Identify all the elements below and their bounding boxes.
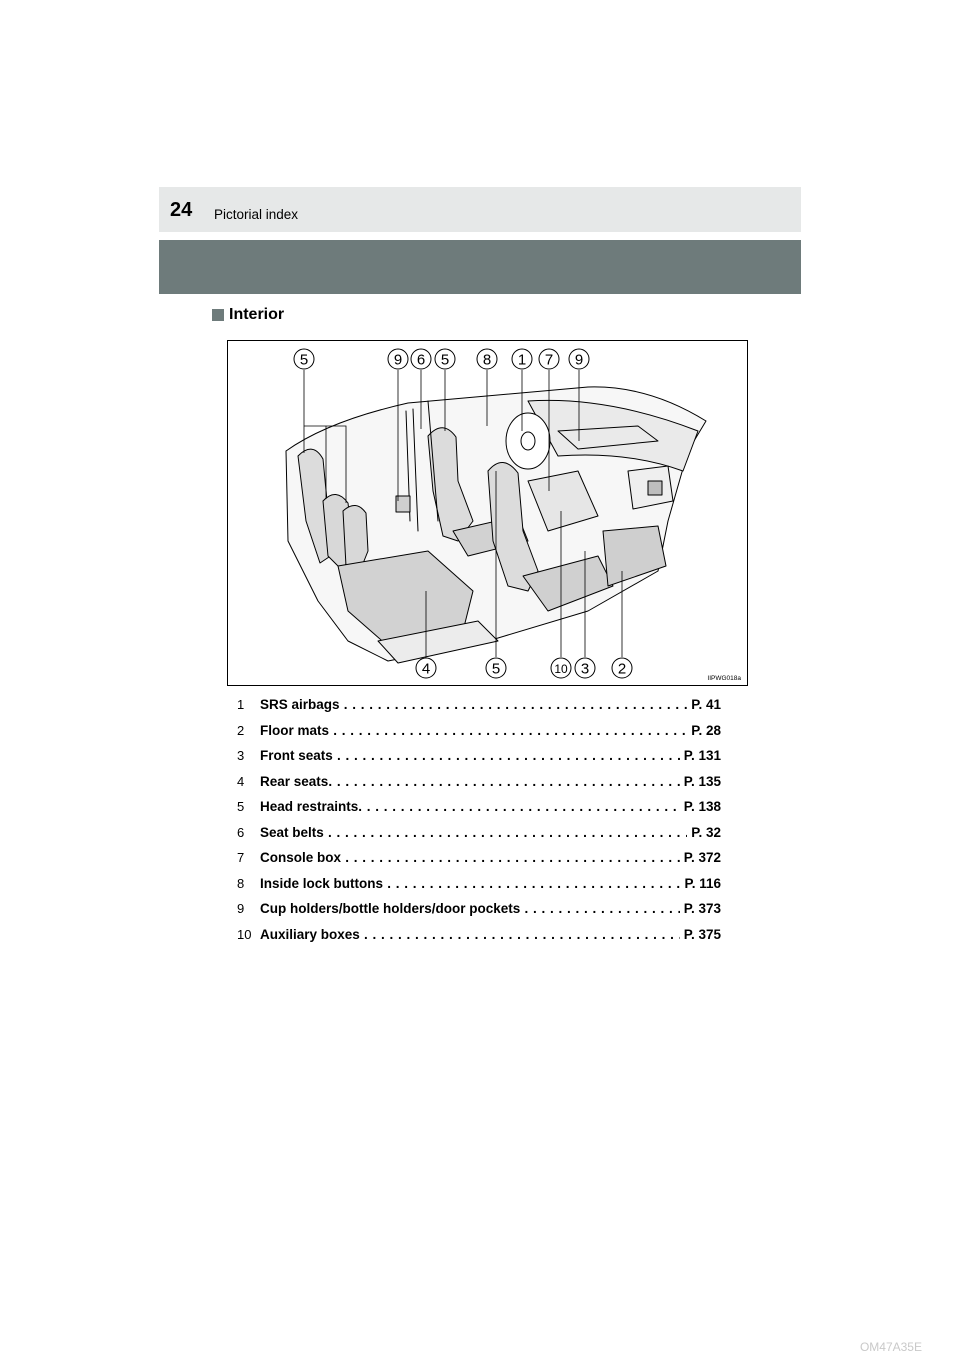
legend-page-link[interactable]: P. 41 xyxy=(687,697,721,712)
callout-bottom-4: 3 xyxy=(575,658,595,678)
legend-page-link[interactable]: P. 372 xyxy=(680,850,721,865)
callout-label: 1 xyxy=(518,352,526,369)
subheading: Interior xyxy=(212,306,284,324)
legend-label: Front seats xyxy=(260,748,333,763)
callout-top-2: 9 xyxy=(388,349,408,369)
callout-label: 5 xyxy=(492,661,500,678)
legend-page-link[interactable]: P. 28 xyxy=(687,723,721,738)
legend-item: 9 Cup holders/bottle holders/door pocket… xyxy=(237,901,721,927)
callout-top-3: 6 xyxy=(411,349,431,369)
footer-watermark: OM47A35E xyxy=(860,1340,922,1354)
callout-label: 4 xyxy=(422,661,430,678)
legend-item: 6 Seat belts . . . . . . . . . . . . . .… xyxy=(237,825,721,851)
callout-top-5: 8 xyxy=(477,349,497,369)
legend-number: 5 xyxy=(237,799,251,814)
callout-label: 2 xyxy=(618,661,626,678)
callout-bottom-3: 10 xyxy=(551,658,571,678)
callout-bottom-5: 2 xyxy=(612,658,632,678)
legend-item: 10 Auxiliary boxes . . . . . . . . . . .… xyxy=(237,927,721,953)
callout-layer: 5 9 6 5 8 1 7 9 4 5 10 3 2 xyxy=(228,341,747,685)
callout-label: 3 xyxy=(581,661,589,678)
legend-number: 9 xyxy=(237,901,251,916)
legend-label: Cup holders/bottle holders/door pockets xyxy=(260,901,520,916)
callout-top-8: 9 xyxy=(569,349,589,369)
callout-bottom-1: 4 xyxy=(416,658,436,678)
callout-label: 5 xyxy=(300,352,308,369)
legend-item: 1 SRS airbags . . . . . . . . . . . . . … xyxy=(237,697,721,723)
legend-number: 6 xyxy=(237,825,251,840)
legend-label: Rear seats xyxy=(260,774,328,789)
legend-list: 1 SRS airbags . . . . . . . . . . . . . … xyxy=(237,697,721,952)
legend-item: 2 Floor mats . . . . . . . . . . . . . .… xyxy=(237,723,721,749)
header-bar: 24 Pictorial index xyxy=(159,187,801,232)
legend-label: Auxiliary boxes xyxy=(260,927,360,942)
legend-item: 7 Console box . . . . . . . . . . . . . … xyxy=(237,850,721,876)
callout-top-6: 1 xyxy=(512,349,532,369)
legend-page-link[interactable]: P. 32 xyxy=(687,825,721,840)
legend-label: Floor mats xyxy=(260,723,329,738)
legend-number: 10 xyxy=(237,927,251,942)
legend-number: 2 xyxy=(237,723,251,738)
legend-number: 7 xyxy=(237,850,251,865)
page-number: 24 xyxy=(170,199,192,222)
callout-label: 8 xyxy=(483,352,491,369)
footer: OM47A35E xyxy=(0,1337,960,1358)
callout-label: 9 xyxy=(575,352,583,369)
interior-illustration: 5 9 6 5 8 1 7 9 4 5 10 3 2 IIPWG018a xyxy=(227,340,748,686)
legend-number: 8 xyxy=(237,876,251,891)
legend-page-link[interactable]: P. 116 xyxy=(680,876,721,891)
legend-page-link[interactable]: P. 373 xyxy=(680,901,721,916)
callout-label: 6 xyxy=(417,352,425,369)
callout-label: 9 xyxy=(394,352,402,369)
legend-page-link[interactable]: P. 375 xyxy=(680,927,721,942)
bullet-square-icon xyxy=(212,309,224,321)
legend-label: Inside lock buttons xyxy=(260,876,383,891)
legend-item: 5 Head restraints. . . . . . . . . . . .… xyxy=(237,799,721,825)
legend-page-link[interactable]: P. 135 xyxy=(680,774,721,789)
legend-label: Console box xyxy=(260,850,341,865)
legend-number: 1 xyxy=(237,697,251,712)
legend-item: 8 Inside lock buttons . . . . . . . . . … xyxy=(237,876,721,902)
legend-item: 4 Rear seats. . . . . . . . . . . . . . … xyxy=(237,774,721,800)
legend-page-link[interactable]: P. 138 xyxy=(680,799,721,814)
subheading-label: Interior xyxy=(229,306,284,324)
legend-number: 3 xyxy=(237,748,251,763)
title-band xyxy=(159,240,801,294)
callout-label: 7 xyxy=(545,352,553,369)
legend-label: Seat belts xyxy=(260,825,324,840)
legend-item: 3 Front seats . . . . . . . . . . . . . … xyxy=(237,748,721,774)
callout-label: 10 xyxy=(554,662,568,676)
legend-label: SRS airbags xyxy=(260,697,340,712)
section-title: Pictorial index xyxy=(214,207,298,222)
callout-top-7: 7 xyxy=(539,349,559,369)
callout-top-4: 5 xyxy=(435,349,455,369)
legend-number: 4 xyxy=(237,774,251,789)
callout-top-1: 5 xyxy=(294,349,314,369)
legend-label: Head restraints xyxy=(260,799,358,814)
callout-bottom-2: 5 xyxy=(486,658,506,678)
callout-label: 5 xyxy=(441,352,449,369)
figure-code: IIPWG018a xyxy=(707,675,741,682)
legend-page-link[interactable]: P. 131 xyxy=(680,748,721,763)
